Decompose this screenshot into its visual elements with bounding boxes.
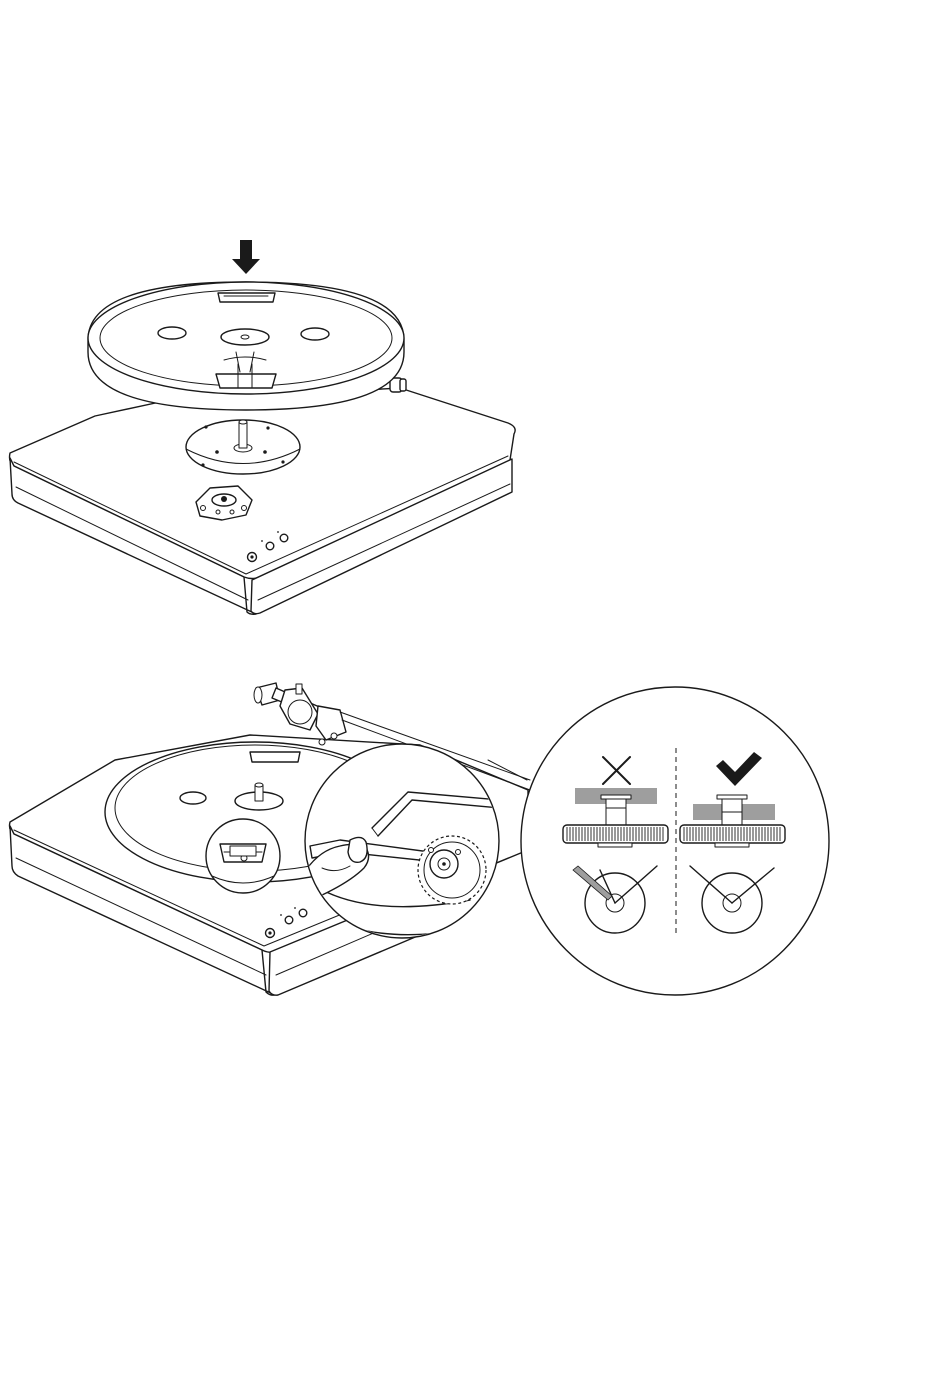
figure-fit-belt [10,683,830,995]
gear-correct [680,825,785,847]
figure-place-platter [10,240,516,614]
main-platter [88,282,404,410]
belt-alignment-callout [521,687,829,995]
sub-platter [186,420,300,474]
platter-slot-magnifier [206,819,280,893]
down-arrow-icon [232,240,260,274]
gear-wrong [563,825,668,847]
